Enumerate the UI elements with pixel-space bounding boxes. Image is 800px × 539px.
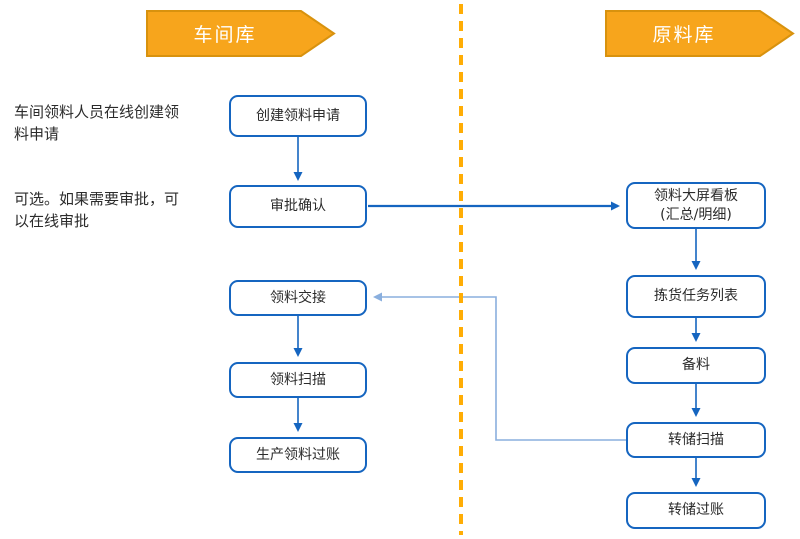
node-material-scan: 领料扫描 (229, 362, 367, 398)
node-material-handover: 领料交接 (229, 280, 367, 316)
lane-header-raw-material: 原料库 (605, 10, 795, 57)
node-production-material-posting: 生产领料过账 (229, 437, 367, 473)
lane-header-workshop: 车间库 (146, 10, 336, 57)
lane-label-workshop: 车间库 (193, 24, 257, 46)
node-picking-task-list: 拣货任务列表 (626, 275, 766, 318)
node-material-dashboard: 领料大屏看板 (汇总/明细) (626, 182, 766, 229)
lane-divider-dashed-line (459, 4, 463, 535)
node-approval-confirm: 审批确认 (229, 185, 367, 228)
node-transfer-posting: 转储过账 (626, 492, 766, 529)
annotation-create-request: 车间领料人员在线创建领 料申请 (14, 103, 180, 143)
node-material-preparation: 备料 (626, 347, 766, 384)
connector-transfer-scan-to-handover (373, 292, 628, 441)
annotation-optional-approval: 可选。如果需要审批，可 以在线审批 (14, 190, 180, 230)
node-transfer-scan: 转储扫描 (626, 422, 766, 458)
banner-arrow-shape (605, 10, 795, 57)
node-create-material-request: 创建领料申请 (229, 95, 367, 137)
banner-arrow-shape (146, 10, 336, 57)
lane-label-raw-material: 原料库 (652, 24, 716, 46)
